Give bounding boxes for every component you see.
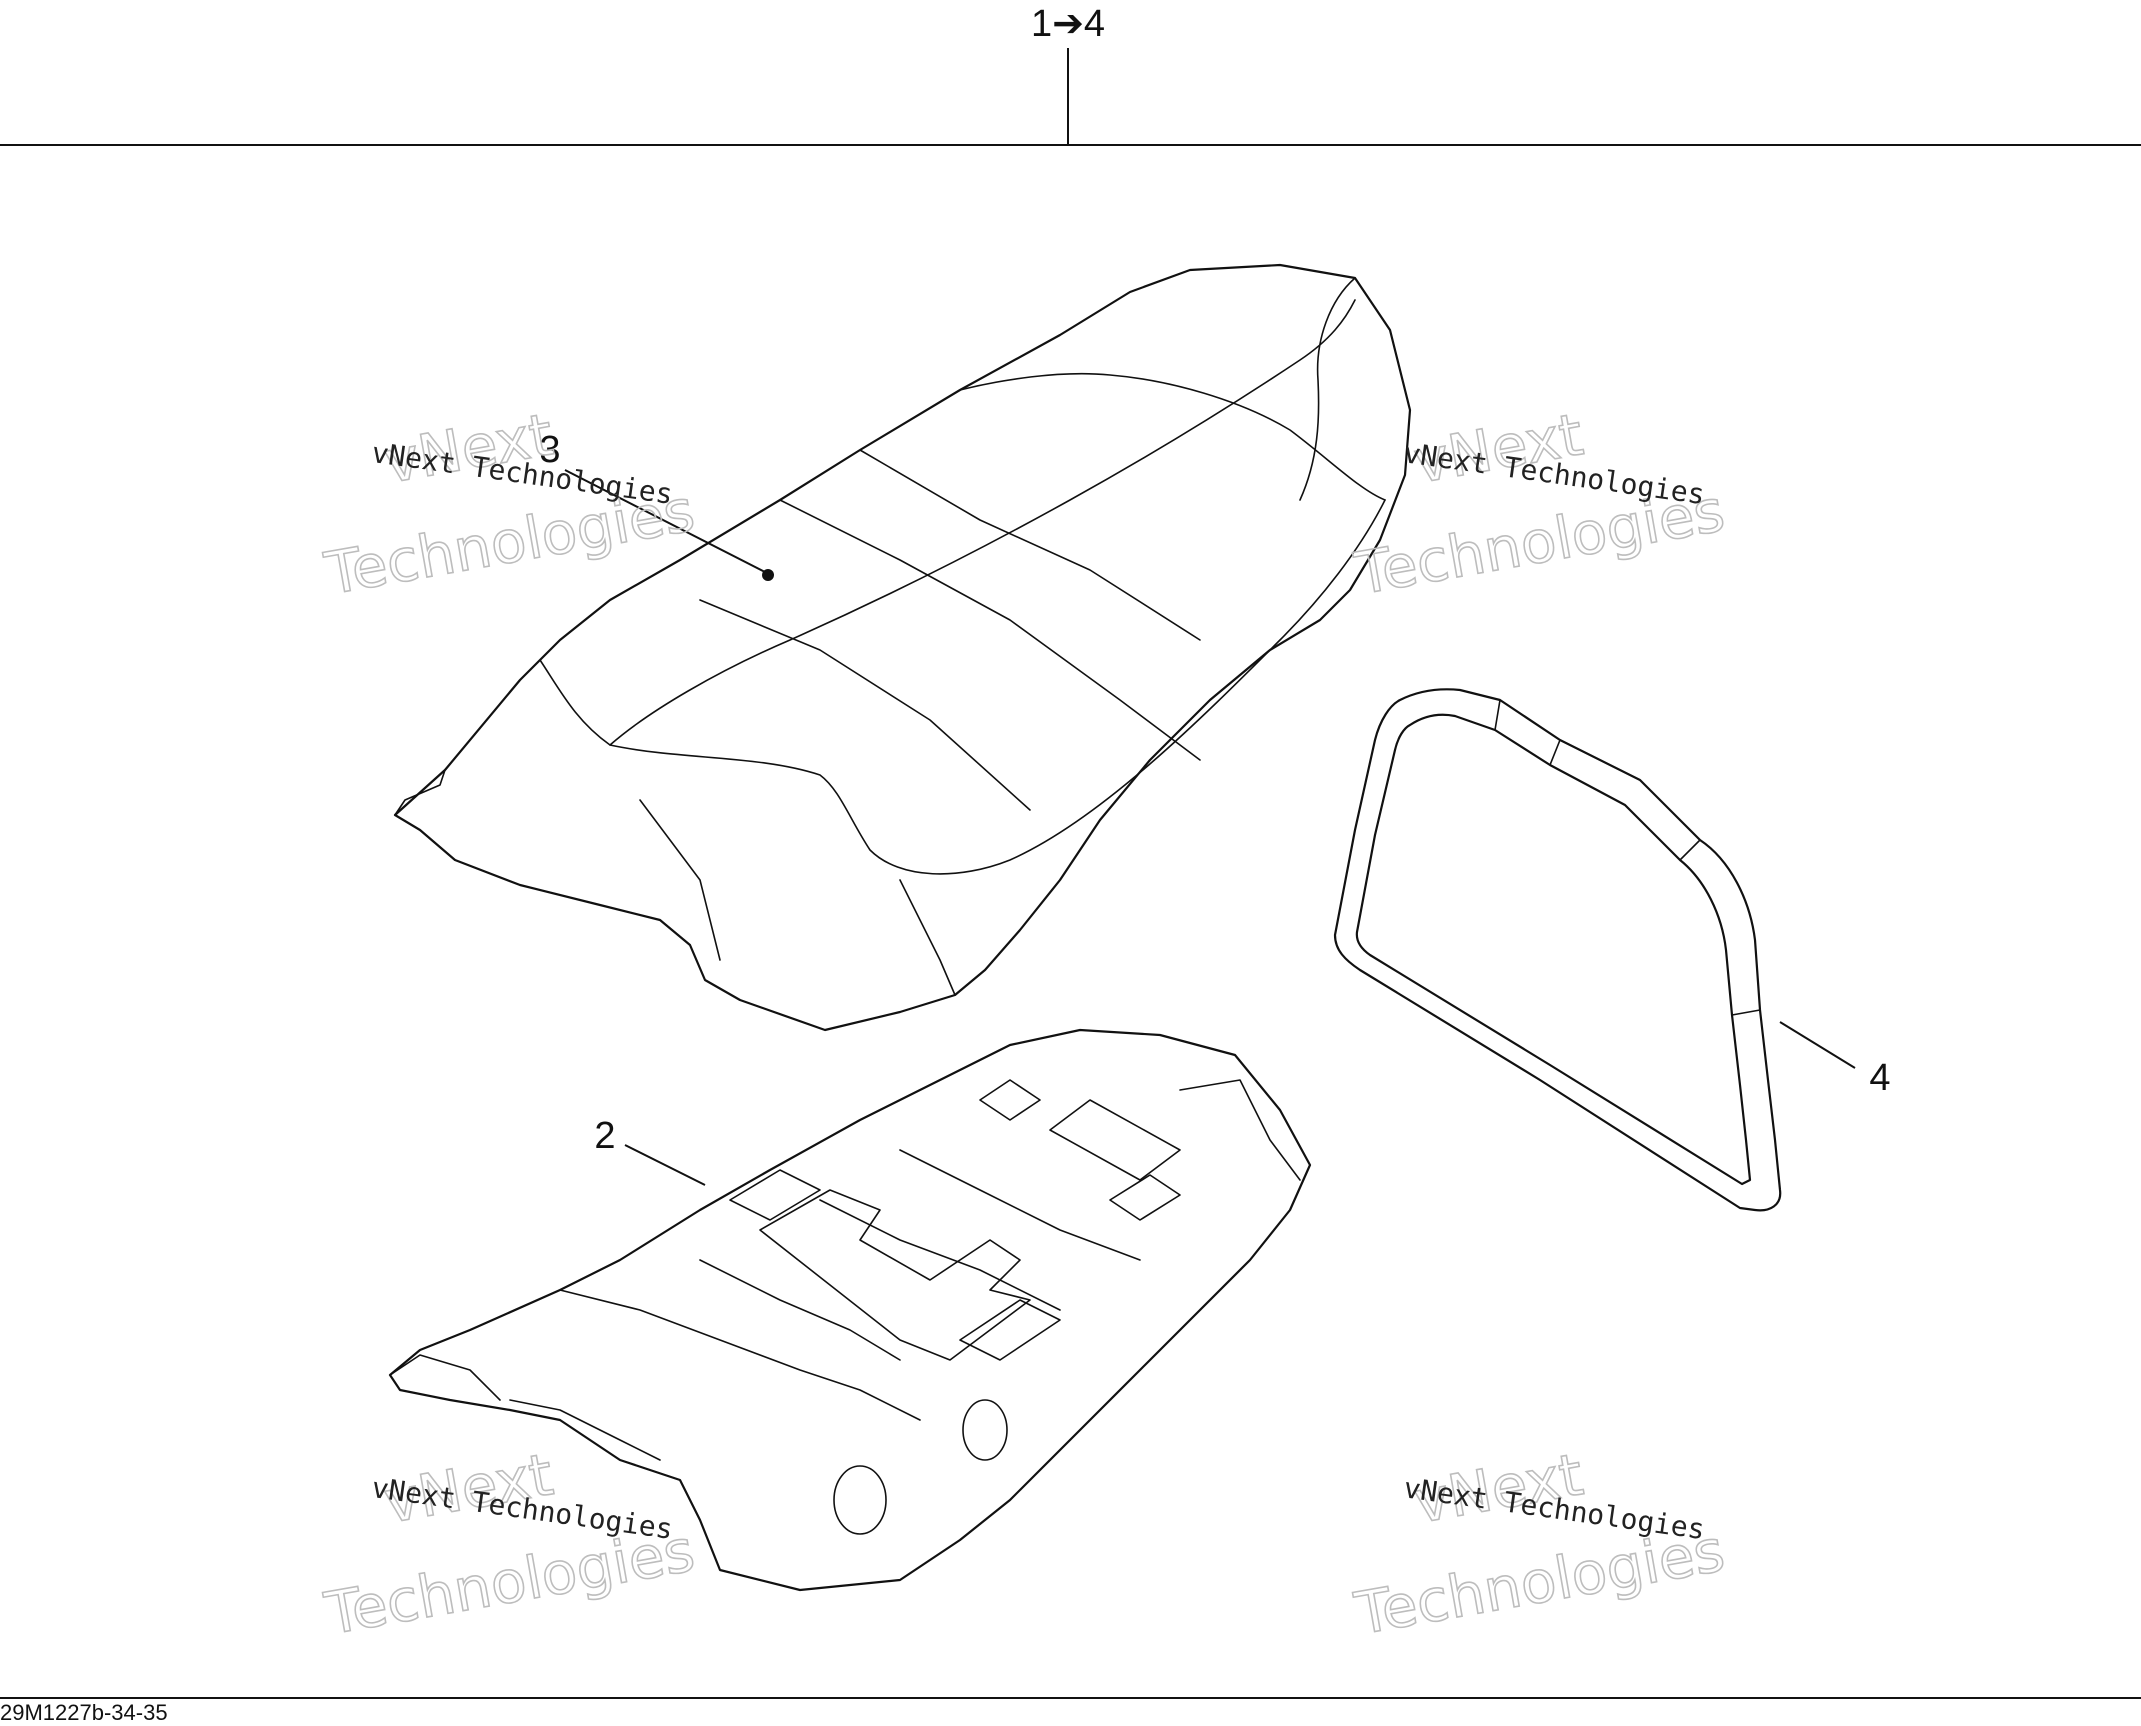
seat-base-outline: [388, 1028, 1312, 1592]
seal-frame-inner: [1355, 713, 1752, 1186]
callout-3[interactable]: 3: [539, 429, 766, 573]
seat-base-slot-1: [729, 1169, 821, 1221]
seat-cushion-center-seam: [609, 299, 1356, 746]
seal-frame-joint-3: [1679, 839, 1701, 861]
seat-cushion-panel-line-2: [779, 499, 1201, 761]
seat-base-slot-4: [1109, 1174, 1181, 1221]
header: 1➔4: [0, 3, 2141, 146]
seat-cushion-panel-line-4: [639, 799, 721, 961]
callout-2-label: 2: [594, 1115, 615, 1157]
seat-cushion[interactable]: [393, 263, 1412, 1032]
callout-3-label: 3: [539, 429, 560, 471]
watermark-top-left: vNext Technologies vNext Technologies: [319, 399, 700, 608]
seat-cushion-rear-seam: [959, 372, 1386, 501]
callout-2[interactable]: 2: [594, 1115, 706, 1186]
seat-base-rib-3: [899, 1149, 1141, 1261]
seat-base[interactable]: [388, 1028, 1312, 1592]
seat-base-center-cutout: [759, 1189, 1031, 1361]
footer: 29M1227b-34-35: [0, 1697, 2141, 1725]
seat-base-slot-5: [979, 1079, 1041, 1121]
callout-2-leader: [624, 1144, 706, 1186]
seal-frame[interactable]: [1333, 688, 1782, 1212]
seal-frame-joint-4: [1731, 1009, 1761, 1016]
seal-frame-joint-1: [1494, 699, 1501, 731]
seat-cushion-edge-seam: [539, 499, 1386, 875]
callout-4-leader: [1779, 1021, 1856, 1069]
callout-4[interactable]: 4: [1779, 1021, 1891, 1099]
callout-4-label: 4: [1869, 1057, 1890, 1099]
seat-base-hole-2: [833, 1465, 887, 1535]
seat-cushion-back-seam: [1299, 277, 1356, 501]
seat-cushion-front-tip: [394, 769, 446, 816]
seat-base-slot-3: [1049, 1099, 1181, 1181]
seat-base-rear-rail: [1179, 1079, 1301, 1181]
seat-base-rib-1: [699, 1259, 901, 1361]
watermark-bottom-right: vNext Technologies vNext Technologies: [1349, 1439, 1730, 1648]
seat-cushion-outline: [393, 263, 1412, 1032]
callout-3-leader: [564, 469, 766, 573]
seat-base-slot-2: [959, 1299, 1061, 1361]
seat-cushion-panel-line-5: [899, 879, 956, 996]
seat-base-hole-1: [962, 1399, 1008, 1461]
seat-cushion-panel-line-1: [699, 599, 1031, 811]
seal-frame-joint-2: [1549, 739, 1561, 766]
drawing-code: 29M1227b-34-35: [0, 1700, 168, 1725]
seat-base-rib-2: [819, 1199, 1061, 1311]
seat-base-front-flange: [509, 1399, 661, 1461]
watermark-bottom-left: vNext Technologies vNext Technologies: [319, 1439, 700, 1648]
seat-base-front-rail: [559, 1289, 921, 1421]
seat-cushion-panel-line-3: [859, 449, 1201, 641]
range-label: 1➔4: [1031, 3, 1105, 45]
seat-base-front-lip: [389, 1354, 501, 1401]
